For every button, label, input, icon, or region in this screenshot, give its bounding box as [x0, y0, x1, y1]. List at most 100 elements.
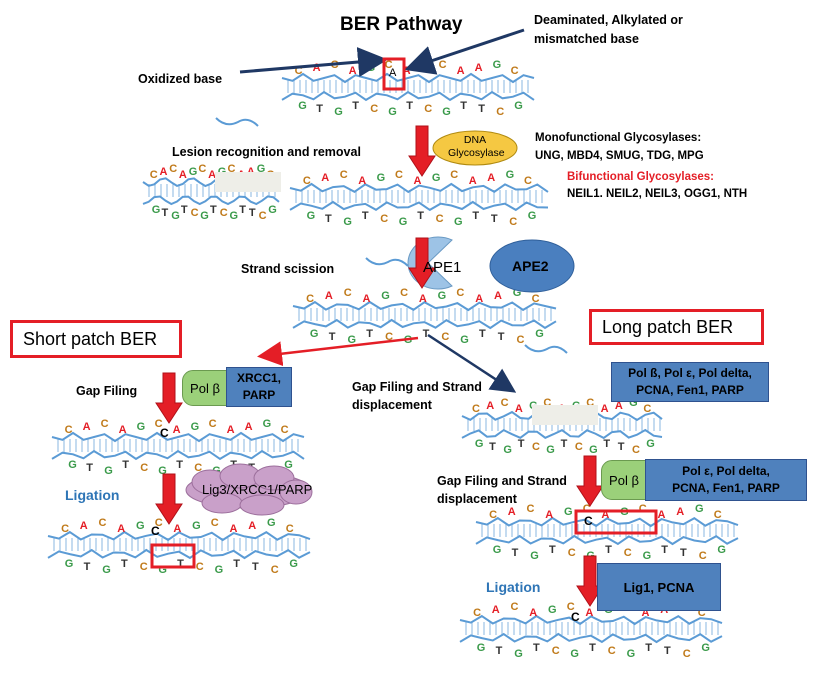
oxidized-label: Oxidized base: [138, 72, 223, 86]
svg-text:A: A: [486, 400, 494, 412]
svg-text:T: T: [664, 645, 671, 657]
svg-text:A: A: [80, 520, 88, 532]
svg-text:G: G: [388, 106, 397, 118]
dna-glycosylase-label: DNA Glycosylase: [448, 134, 505, 160]
svg-text:T: T: [491, 213, 498, 225]
glycosylase-line-2: Glycosylase: [448, 147, 505, 159]
svg-text:C: C: [65, 424, 73, 436]
svg-text:C: C: [303, 175, 311, 187]
svg-text:A: A: [179, 169, 187, 181]
svg-text:C: C: [400, 287, 408, 299]
svg-text:C: C: [209, 418, 217, 430]
svg-text:C: C: [99, 517, 107, 529]
svg-text:C: C: [169, 163, 177, 175]
pol-b-long: Pol β: [601, 460, 647, 500]
lig3-label: Lig3/XRCC1/PARP: [202, 482, 313, 497]
svg-text:A: A: [469, 175, 477, 187]
svg-text:C: C: [496, 106, 504, 118]
svg-text:A: A: [245, 421, 253, 433]
svg-text:G: G: [432, 172, 441, 184]
svg-text:A: A: [642, 607, 650, 619]
svg-text:G: G: [513, 287, 522, 299]
svg-text:G: G: [189, 166, 198, 178]
svg-text:G: G: [454, 216, 463, 228]
svg-text:C: C: [198, 163, 206, 175]
svg-text:T: T: [362, 210, 369, 222]
gap-filing-long2-line-1: Gap Filing and Strand: [437, 474, 567, 488]
red-arrow: [408, 125, 436, 177]
lesion-box: [382, 57, 406, 91]
svg-text:A: A: [119, 424, 127, 436]
deaminated-arrow: [404, 28, 525, 75]
long-patch-arrow: [427, 333, 517, 393]
svg-text:C: C: [608, 645, 616, 657]
mono-title: Monofunctional Glycosylases:: [535, 132, 702, 144]
svg-text:C: C: [155, 517, 163, 529]
svg-text:A: A: [492, 604, 500, 616]
svg-text:A: A: [227, 424, 235, 436]
long-enzymes-box-2: Pol ε, Pol delta,PCNA, Fen1, PARP: [645, 459, 807, 501]
svg-text:C: C: [295, 65, 303, 77]
svg-text:T: T: [478, 103, 485, 115]
svg-text:A: A: [117, 523, 125, 535]
ligation-long-label: Ligation: [486, 579, 541, 595]
svg-text:A: A: [419, 293, 427, 305]
lesion-label: Lesion recognition and removal: [172, 145, 361, 159]
flap-fragment: [524, 344, 568, 354]
svg-text:G: G: [377, 172, 386, 184]
inserted-base-long-1: C: [584, 514, 593, 528]
svg-text:G: G: [564, 506, 573, 518]
strand-scission-label: Strand scission: [241, 262, 335, 276]
pol-b-short: Pol β: [182, 370, 228, 406]
svg-text:T: T: [121, 558, 128, 570]
svg-text:A: A: [349, 65, 357, 77]
svg-text:G: G: [65, 558, 74, 570]
svg-text:G: G: [629, 397, 638, 409]
svg-text:C: C: [699, 550, 707, 562]
svg-text:G: G: [514, 648, 523, 660]
svg-text:G: G: [284, 459, 293, 471]
svg-text:T: T: [472, 210, 479, 222]
svg-text:C: C: [532, 293, 540, 305]
svg-text:C: C: [436, 213, 444, 225]
svg-text:C: C: [473, 607, 481, 619]
svg-text:C: C: [395, 169, 403, 181]
svg-text:A: A: [414, 175, 422, 187]
red-arrow: [576, 555, 604, 607]
ape1-label: APE1: [423, 259, 462, 276]
red-arrow: [155, 372, 183, 424]
svg-text:C: C: [441, 331, 449, 343]
svg-text:C: C: [683, 648, 691, 660]
svg-text:T: T: [561, 438, 568, 450]
svg-text:G: G: [268, 204, 277, 216]
svg-text:T: T: [589, 642, 596, 654]
svg-text:T: T: [423, 328, 430, 340]
svg-text:T: T: [618, 441, 625, 453]
svg-text:G: G: [215, 564, 224, 576]
svg-text:A: A: [173, 424, 181, 436]
inserted-base-short-2: C: [151, 524, 160, 538]
gap-filing-long-line-2: displacement: [352, 398, 432, 412]
bi-title: Bifunctional Glycosylases:: [567, 171, 714, 183]
svg-text:A: A: [601, 509, 609, 521]
svg-text:C: C: [501, 397, 509, 409]
svg-text:T: T: [645, 642, 652, 654]
deaminated-line-2: mismatched base: [534, 32, 639, 46]
mono-list: UNG, MBD4, SMUG, TDG, MPG: [535, 150, 704, 162]
lesion-base: A: [389, 67, 397, 79]
svg-text:A: A: [173, 523, 181, 535]
svg-text:C: C: [281, 424, 289, 436]
lig3-cloud: [185, 463, 313, 516]
svg-text:T: T: [176, 459, 183, 471]
svg-text:C: C: [385, 331, 393, 343]
svg-text:C: C: [472, 403, 480, 415]
svg-text:G: G: [460, 334, 469, 346]
svg-text:C: C: [643, 403, 651, 415]
long-enzymes-box-1: Pol ß, Pol ε, Pol delta,PCNA, Fen1, PARP: [611, 362, 769, 402]
gap-filing-long2-label: Gap Filing and Strand displacement: [437, 472, 567, 508]
svg-text:G: G: [438, 290, 447, 302]
xrcc1-line: XRCC1,: [236, 371, 281, 385]
bi-list: NEIL1. NEIL2, NEIL3, OGG1, NTH: [567, 188, 748, 200]
svg-text:G: G: [695, 503, 704, 515]
